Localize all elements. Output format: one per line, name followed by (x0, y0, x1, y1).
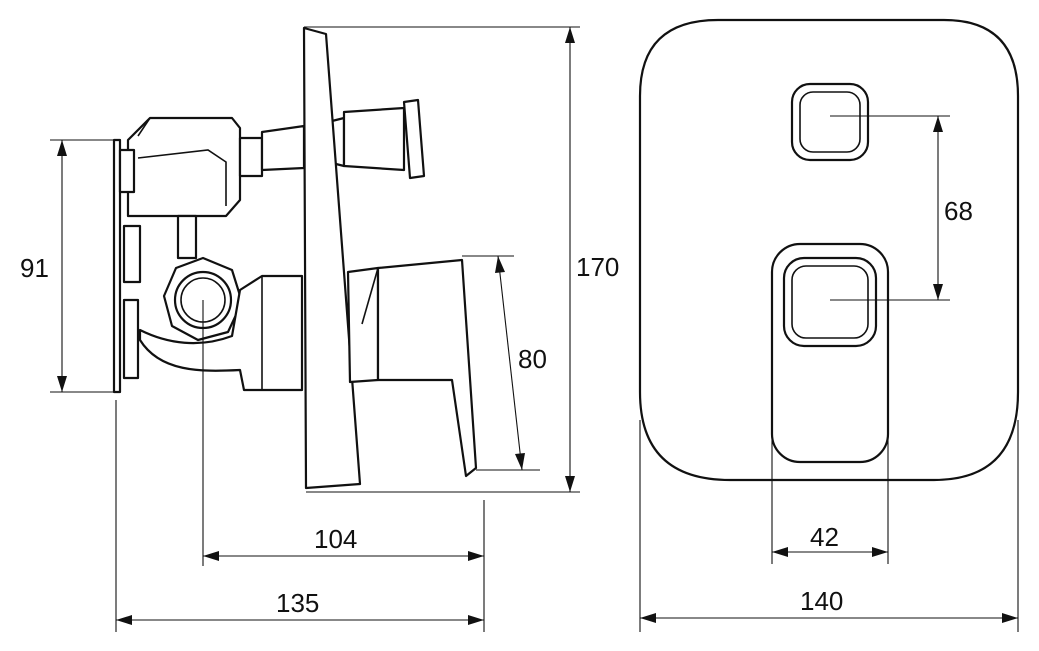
cover-plate-side (302, 26, 362, 490)
dim-label-42: 42 (810, 522, 839, 552)
dim-label-80: 80 (518, 344, 547, 374)
front-view (638, 18, 1020, 482)
upper-connector (238, 136, 264, 178)
outlet-fitting (162, 256, 244, 342)
side-view (112, 26, 478, 490)
dim-label-68: 68 (944, 196, 973, 226)
vertical-tube (176, 214, 198, 260)
dim-label-170: 170 (576, 252, 619, 282)
mounting-flange (112, 138, 122, 394)
dimension-labels: 91 80 170 68 42 140 104 135 (20, 196, 973, 618)
diverter-knob-front (790, 82, 870, 162)
dim-label-140: 140 (800, 586, 843, 616)
dim-label-104: 104 (314, 524, 357, 554)
lever-handle-front (770, 242, 890, 464)
dim-label-135: 135 (276, 588, 319, 618)
dimension-lines (50, 26, 1019, 632)
dim-label-91: 91 (20, 253, 49, 283)
upper-housing (126, 116, 242, 218)
